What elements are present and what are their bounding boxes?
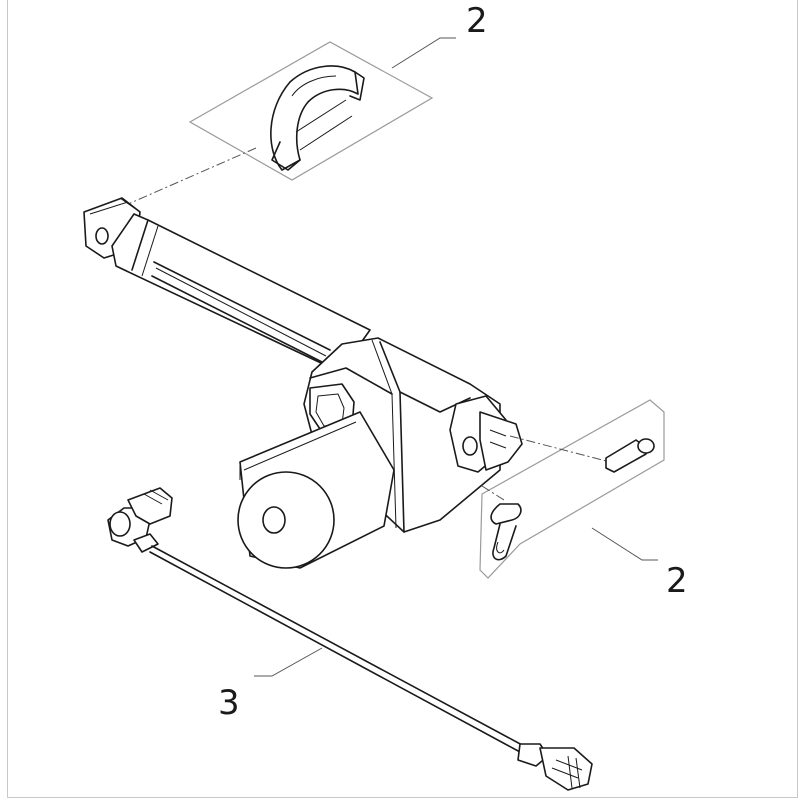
pin-clip-leader bbox=[591, 527, 658, 561]
linear-actuator bbox=[83, 197, 523, 569]
clevis-pin bbox=[605, 438, 655, 473]
callout-cable: 3 bbox=[218, 683, 240, 723]
clip-centerline-lower bbox=[481, 485, 505, 501]
clip-centerline bbox=[109, 147, 257, 213]
connector-socket bbox=[449, 395, 523, 473]
cable-plug-angled bbox=[107, 487, 173, 553]
motor bbox=[237, 411, 395, 569]
top-clip-group: 2 bbox=[188, 1, 488, 181]
spring-clip bbox=[490, 503, 522, 561]
outer-tube bbox=[111, 213, 371, 373]
cable-assembly: 3 bbox=[107, 487, 593, 791]
pin-clip-box bbox=[479, 399, 665, 579]
pin-clip-group: 2 bbox=[479, 399, 688, 601]
cable-leader bbox=[254, 647, 323, 677]
pin-centerline bbox=[509, 435, 611, 463]
cable-plug-straight bbox=[517, 743, 593, 791]
cable-wire-a bbox=[151, 545, 525, 747]
top-clip-leader bbox=[391, 37, 456, 69]
callout-top-clip: 2 bbox=[466, 1, 488, 41]
top-clip-box bbox=[188, 41, 434, 181]
callout-pin-clip: 2 bbox=[666, 561, 688, 601]
cable-wire-b bbox=[149, 551, 521, 753]
diagram-frame bbox=[7, 0, 798, 798]
retaining-clip bbox=[270, 65, 365, 171]
